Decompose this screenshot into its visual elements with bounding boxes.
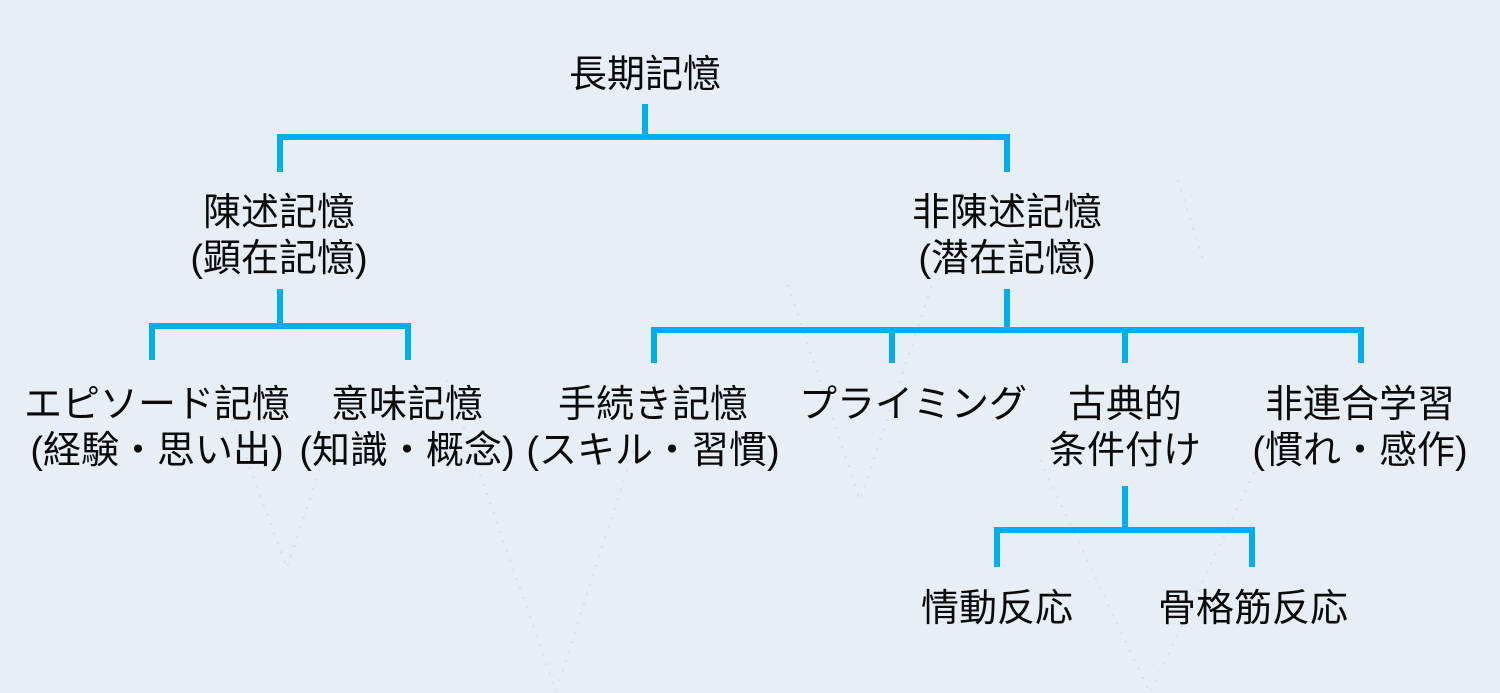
node-nondeclarative-memory: 非陳述記憶 (潜在記憶) xyxy=(912,190,1102,282)
watermark-v-1 xyxy=(231,419,337,572)
node-skeletal-muscle-response: 骨格筋反応 xyxy=(1158,586,1348,632)
node-label: 非陳述記憶 xyxy=(911,192,1103,234)
node-note: (経験・思い出) xyxy=(30,430,284,472)
node-note: (スキル・習慣) xyxy=(526,430,780,472)
node-label: 古典的 xyxy=(1067,384,1183,426)
node-label: 非連合学習 xyxy=(1264,384,1455,426)
watermark-arm xyxy=(1177,179,1204,261)
node-emotional-response: 情動反応 xyxy=(921,586,1073,632)
connector-nondeclarative-bracket xyxy=(651,327,1364,363)
node-priming: プライミング xyxy=(799,382,1027,428)
node-note: (慣れ・感作) xyxy=(1252,430,1468,472)
node-note: (知識・概念) xyxy=(299,430,515,472)
node-semantic-memory: 意味記憶 (知識・概念) xyxy=(299,382,514,474)
node-episodic-memory: エピソード記憶 (経験・思い出) xyxy=(24,382,290,474)
node-label: 情動反応 xyxy=(920,588,1074,630)
node-classical-conditioning: 古典的 条件付け xyxy=(1049,382,1201,474)
node-label: エピソード記憶 xyxy=(23,384,291,426)
node-label: 陳述記憶 xyxy=(202,192,355,234)
node-long-term-memory: 長期記憶 xyxy=(569,52,721,98)
node-label: 意味記憶 xyxy=(330,384,483,426)
node-note: (潜在記憶) xyxy=(918,238,1096,280)
node-nonassociative-learning: 非連合学習 (慣れ・感作) xyxy=(1252,382,1467,474)
node-note: (顕在記憶) xyxy=(190,238,368,280)
connector-classical-bracket xyxy=(994,527,1255,567)
node-label: 長期記憶 xyxy=(568,54,722,96)
node-label: プライミング xyxy=(798,384,1028,426)
connector-lines xyxy=(149,104,1364,567)
node-label: 手続き記憶 xyxy=(557,384,748,426)
watermark-v-4 xyxy=(1039,459,1261,693)
node-procedural-memory: 手続き記憶 (スキル・習慣) xyxy=(526,382,779,474)
connector-declarative-bracket xyxy=(149,323,411,360)
node-note: 条件付け xyxy=(1048,430,1202,472)
node-label: 骨格筋反応 xyxy=(1157,588,1349,630)
node-declarative-memory: 陳述記憶 (顕在記憶) xyxy=(190,190,367,282)
watermark-lines xyxy=(231,179,1261,693)
connector-root-bracket xyxy=(277,134,1010,172)
